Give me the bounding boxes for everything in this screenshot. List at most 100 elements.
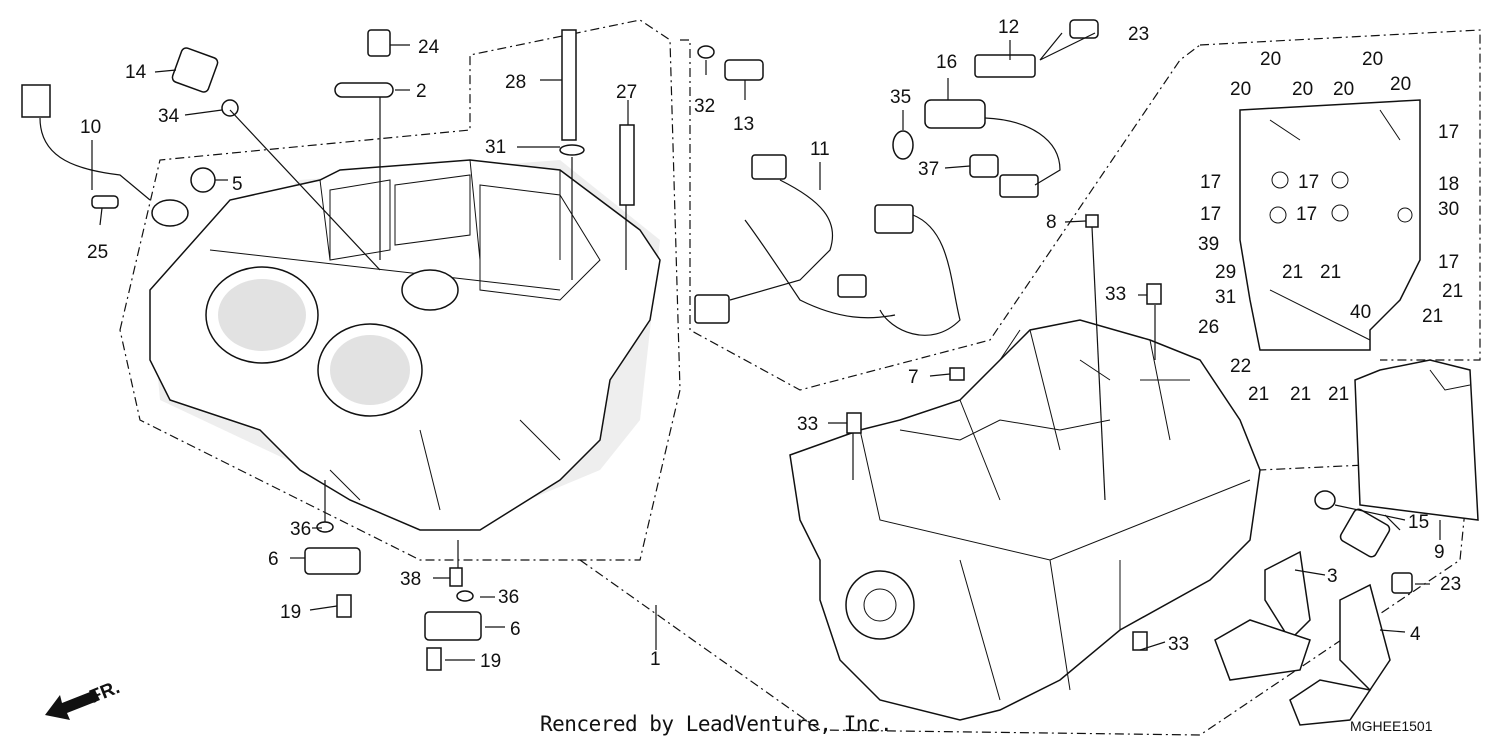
label-9: 9: [1434, 542, 1445, 563]
label-1: 1: [650, 649, 661, 670]
label-28: 28: [505, 72, 526, 93]
crank-seal-bore: [845, 570, 915, 640]
washer-36-b: [456, 590, 474, 602]
plate-2: [334, 82, 394, 98]
label-10: 10: [80, 117, 101, 138]
cover-3: [1264, 550, 1311, 642]
cover-3-lower: [1214, 619, 1311, 681]
label-17a: 17: [1438, 122, 1459, 143]
oil-strainer-plate: [1354, 359, 1479, 521]
label-21b: 21: [1320, 262, 1341, 283]
stopper-8: [1085, 214, 1099, 228]
part-labels: 1 2 3 4 5 6 6 7 8 9 10 11 12 13 14 15 16…: [80, 17, 1463, 672]
label-2: 2: [416, 81, 427, 102]
clamp-37: [969, 154, 999, 178]
bracket-6-a: [304, 547, 361, 575]
label-5: 5: [232, 174, 243, 195]
bolt-19-b: [426, 647, 442, 671]
harness-group-outline: [680, 39, 1201, 391]
sensor-10: [21, 84, 189, 227]
label-21f: 21: [1290, 384, 1311, 405]
label-11: 11: [810, 139, 830, 160]
upper-crankcase-group-outline: [119, 19, 681, 561]
label-36a: 36: [290, 519, 311, 540]
sensor-16: [924, 99, 986, 129]
plug-5: [190, 167, 216, 193]
label-21e: 21: [1248, 384, 1269, 405]
bolt-24: [367, 29, 391, 57]
front-direction-arrow: FR.: [45, 677, 123, 720]
bolt-27: [619, 124, 635, 206]
label-3: 3: [1327, 566, 1338, 587]
label-35: 35: [890, 87, 911, 108]
label-24: 24: [418, 37, 440, 58]
label-23a: 23: [1128, 24, 1149, 45]
stud-28: [561, 29, 577, 141]
label-17e: 17: [1296, 204, 1317, 225]
washer-15: [1314, 490, 1336, 510]
label-18: 18: [1438, 174, 1459, 195]
washer-31: [559, 144, 585, 156]
dowel-38: [449, 567, 463, 587]
label-7: 7: [908, 367, 919, 388]
oil-pan-gasket: [1239, 99, 1421, 351]
label-17b: 17: [1200, 172, 1221, 193]
label-17f: 17: [1438, 252, 1459, 273]
cover-4-lower: [1289, 679, 1372, 726]
label-33a: 33: [1105, 284, 1126, 305]
label-8: 8: [1046, 212, 1057, 233]
label-4: 4: [1410, 624, 1421, 645]
label-22: 22: [1230, 356, 1251, 377]
label-19a: 19: [280, 602, 301, 623]
label-36b: 36: [498, 587, 519, 608]
label-20c: 20: [1230, 79, 1251, 100]
o-ring-35: [892, 130, 914, 160]
label-20a: 20: [1260, 49, 1281, 70]
dowel-33-b: [846, 412, 862, 434]
label-19b: 19: [480, 651, 501, 672]
stopper-7: [949, 367, 965, 381]
bracket-6-b: [424, 611, 482, 641]
label-32: 32: [694, 96, 715, 117]
label-20f: 20: [1390, 74, 1411, 95]
label-6b: 6: [510, 619, 521, 640]
label-38: 38: [400, 569, 421, 590]
diagram-code: MGHEE1501: [1350, 718, 1433, 734]
label-13: 13: [733, 114, 754, 135]
credit-text: Rencered by LeadVenture, Inc.: [540, 712, 893, 736]
label-26: 26: [1198, 317, 1219, 338]
label-33c: 33: [1168, 634, 1189, 655]
label-15: 15: [1408, 512, 1429, 533]
sensor-13: [724, 59, 764, 81]
label-31b: 31: [1215, 287, 1236, 308]
label-6a: 6: [268, 549, 279, 570]
bolt-23-bottom: [1391, 572, 1413, 594]
label-16: 16: [936, 52, 957, 73]
label-40: 40: [1350, 302, 1371, 323]
label-14: 14: [125, 62, 147, 83]
label-17d: 17: [1200, 204, 1221, 225]
label-21g: 21: [1328, 384, 1349, 405]
label-37: 37: [918, 159, 939, 180]
connector-16: [999, 174, 1039, 198]
bolt-23-top: [1069, 19, 1099, 39]
label-25: 25: [87, 242, 108, 263]
label-12: 12: [998, 17, 1019, 38]
upper-crankcase: [149, 159, 661, 531]
bracket-12: [974, 54, 1036, 78]
direction-label: FR.: [87, 677, 123, 708]
label-20e: 20: [1333, 79, 1354, 100]
label-17c: 17: [1298, 172, 1319, 193]
label-34: 34: [158, 106, 180, 127]
label-23b: 23: [1440, 574, 1461, 595]
label-21d: 21: [1422, 306, 1443, 327]
washer-34: [221, 99, 239, 117]
label-21a: 21: [1282, 262, 1303, 283]
label-29: 29: [1215, 262, 1236, 283]
leader-lines: [91, 32, 1441, 661]
lower-crankcase: [789, 319, 1261, 721]
sensor-15: [1339, 508, 1391, 558]
label-20d: 20: [1292, 79, 1313, 100]
label-30: 30: [1438, 199, 1459, 220]
